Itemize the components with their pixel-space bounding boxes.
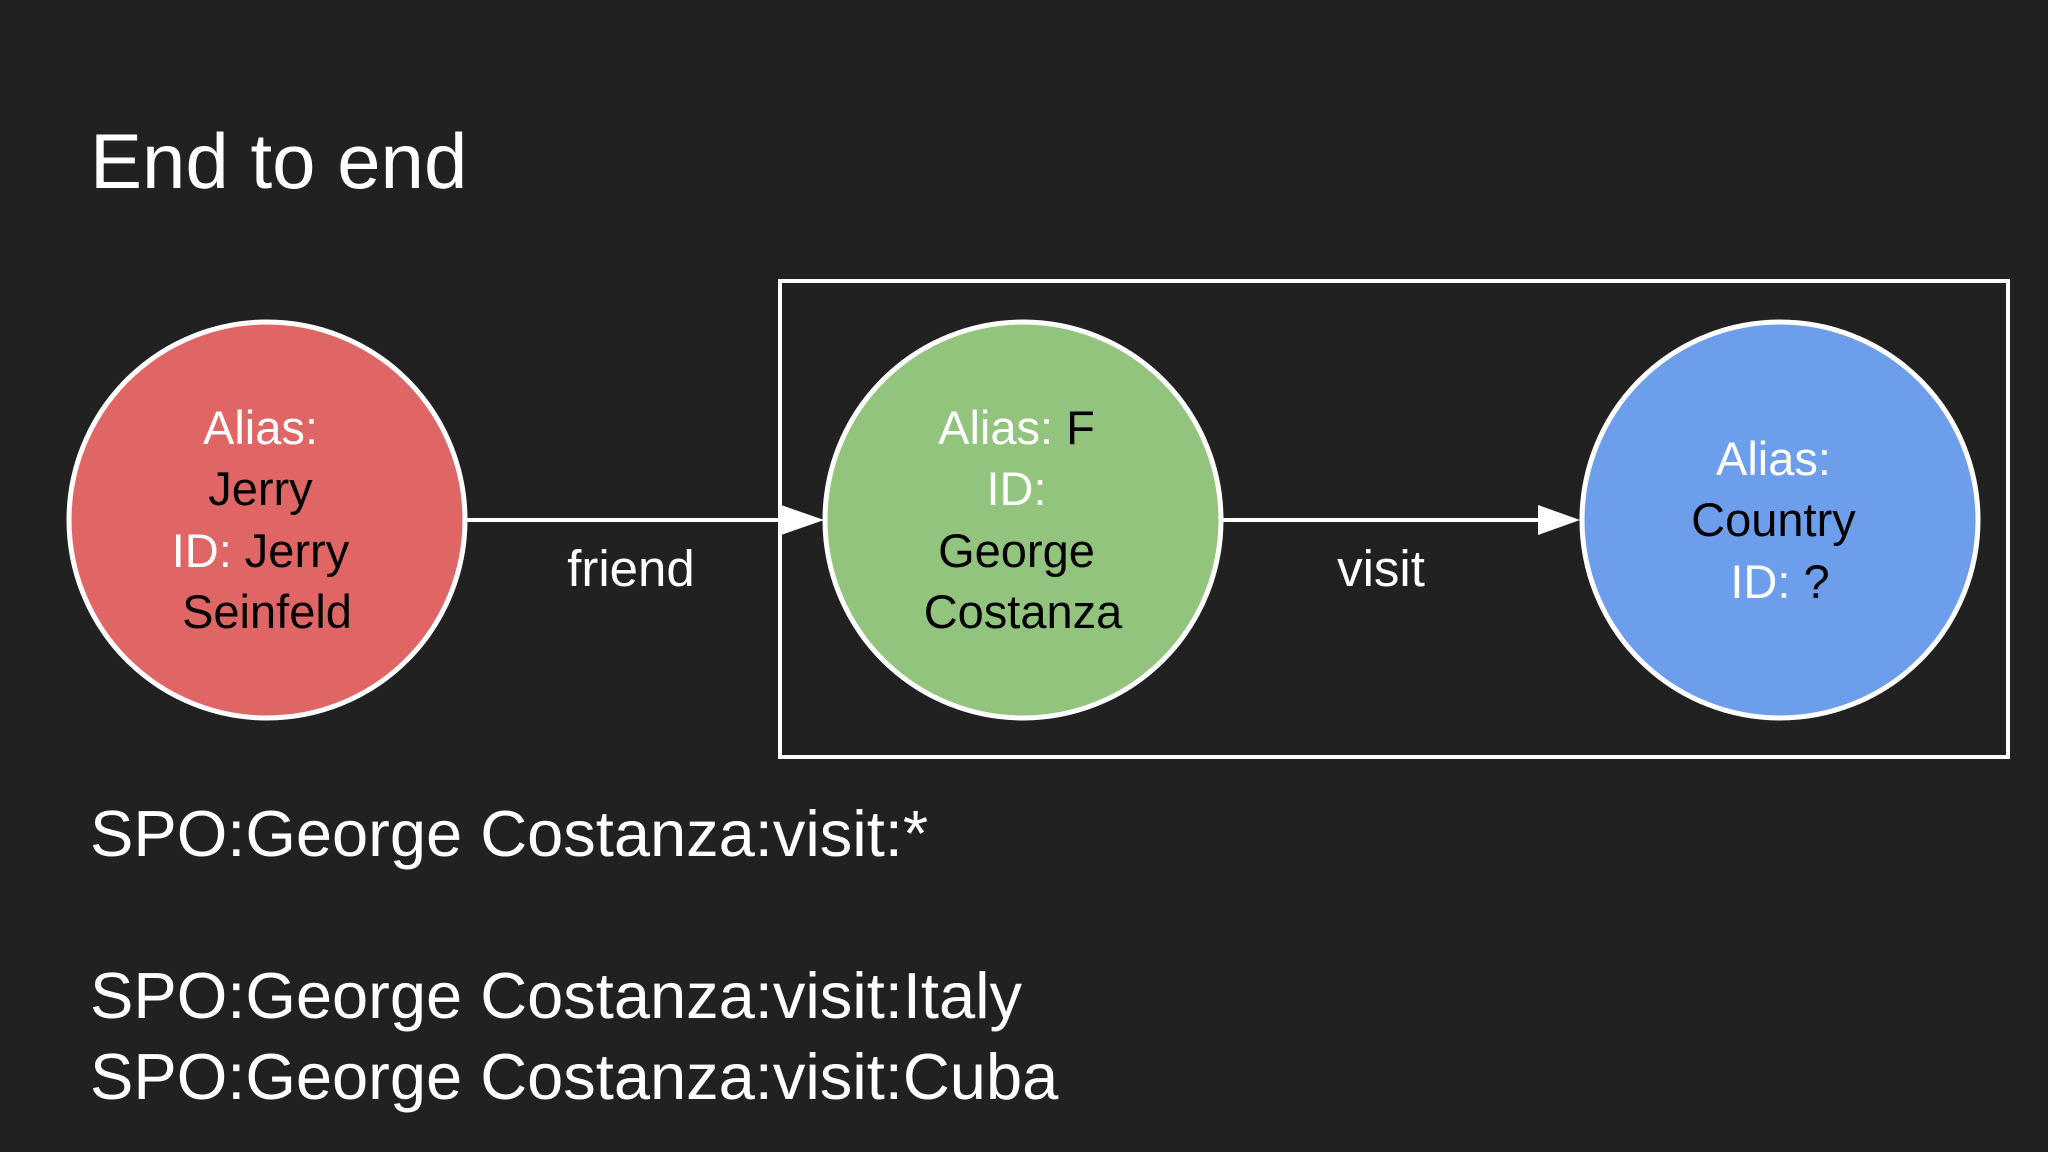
svg-text:Alias: Country ID:: Alias: Country ID: ? xyxy=(1691,432,1869,608)
node-jerry-id-value-line2: Seinfeld xyxy=(182,585,352,638)
edge-label-visit: visit xyxy=(1337,540,1425,597)
node-george-id-value-line1: George xyxy=(938,524,1095,577)
node-george-alias-value: F xyxy=(1053,401,1095,454)
node-jerry-id-label: ID: xyxy=(172,524,232,577)
edge-visit-arrowhead xyxy=(1538,505,1580,535)
node-jerry: Alias: Jerry ID: Jerry Seinfeld xyxy=(66,319,468,721)
node-jerry-id-value-line1: Jerry xyxy=(232,524,350,577)
query-result-italy: SPO:George Costanza:visit:Italy xyxy=(90,959,1023,1032)
node-george-id-label: ID: xyxy=(986,462,1046,515)
edge-friend-arrowhead xyxy=(781,505,824,535)
svg-text:Alias: F ID: Georg: Alias: F ID: George Costanza xyxy=(924,401,1123,638)
node-country-alias-value: Country xyxy=(1691,493,1856,546)
edge-label-friend: friend xyxy=(567,540,695,597)
node-george-circle xyxy=(822,319,1224,721)
node-country-alias-label: Alias: xyxy=(1716,432,1831,485)
node-george-alias-label: Alias: xyxy=(938,401,1053,454)
node-george-id-value-line2: Costanza xyxy=(924,585,1123,638)
query-wildcard: SPO:George Costanza:visit:* xyxy=(90,797,929,870)
node-george: Alias: F ID: George Costanza xyxy=(822,319,1224,721)
slide-title: End to end xyxy=(90,117,468,205)
query-result-cuba: SPO:George Costanza:visit:Cuba xyxy=(90,1040,1059,1113)
node-jerry-circle xyxy=(66,319,468,721)
node-country-id-value: ? xyxy=(1790,555,1829,608)
node-country: Alias: Country ID: ? xyxy=(1579,319,1981,721)
node-country-id-label: ID: xyxy=(1730,555,1790,608)
node-jerry-alias-label: Alias: xyxy=(203,401,318,454)
node-country-circle xyxy=(1579,319,1981,721)
svg-text:Alias: Jerry ID: J: Alias: Jerry ID: Jerry Seinfeld xyxy=(172,401,363,638)
node-jerry-alias-value: Jerry xyxy=(208,462,313,515)
